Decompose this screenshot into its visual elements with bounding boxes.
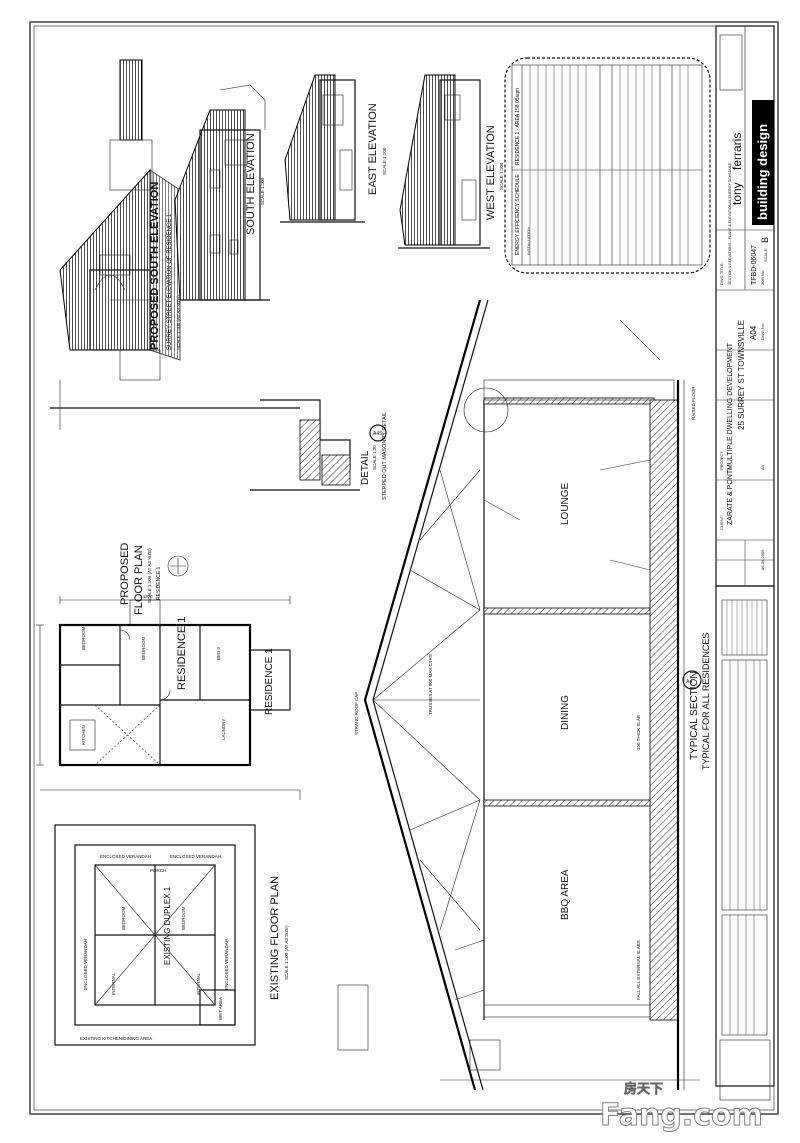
plan-dim-top: 14300 bbox=[140, 594, 153, 599]
existing-room-internal-1: INTERNAL bbox=[111, 972, 116, 995]
existing-room-kitchen: EXISTING KITCHEN/DINING AREA bbox=[80, 1036, 152, 1041]
drawing-date: 06-09-2006 bbox=[760, 549, 765, 570]
project-name: MULTIPLE DWELLING DEVELOPMENT bbox=[727, 342, 734, 470]
room-kitchen: KITCHEN bbox=[81, 725, 86, 745]
existing-room-verandah-2: ENCLOSED VERANDAH bbox=[224, 939, 229, 990]
section-label-trusses: TRUSSES AT 900 MAX CTRS bbox=[428, 654, 433, 715]
scale-label: SCALE: bbox=[763, 248, 768, 262]
project-address: 25 SURREY ST TOWNSVILLE bbox=[737, 320, 746, 430]
existing-plan-scale: SCALE 1:100 (AT A3 SIZE) bbox=[284, 925, 289, 980]
section-label-slab: 100 THICK SLAB bbox=[636, 715, 641, 750]
project-label: PROJECT: bbox=[719, 451, 724, 470]
fang-watermark: 房天下 Fang.com bbox=[600, 1081, 764, 1134]
dwg-title-label: DWG TITLE: bbox=[719, 262, 724, 285]
existing-room-wet-area: WET AREA bbox=[218, 997, 223, 1020]
south-elevation-r1-subtitle: SURREY STREET ELEVATION OF RESIDENCE 1 bbox=[167, 213, 173, 350]
energy-schedule-heading: INSTALLATION bbox=[526, 227, 531, 255]
east-elevation-title: EAST ELEVATION bbox=[367, 103, 379, 195]
south-elevation-r1-title: PROPOSED SOUTH ELEVATION bbox=[149, 182, 161, 350]
south-elevation-r1-scale: SCALE 1:100 (AT A3 SIZE) bbox=[176, 295, 181, 350]
detail-subtitle: STEPPED OUT MASONRY DETAIL bbox=[382, 412, 388, 500]
room-bedroom-2: BEDROOM bbox=[141, 636, 146, 660]
section-ref: A4 bbox=[686, 679, 692, 685]
dwg-number: A04 bbox=[749, 325, 758, 340]
energy-schedule: ENERGY EFFICIENCY SCHEDULE RESIDENCE 1 -… bbox=[504, 57, 711, 274]
existing-floor-plan: EXISTING DUPLEX 1 ENCLOSED VERANDAH ENCL… bbox=[54, 824, 289, 1046]
west-elevation-scale: SCALE 1:100 bbox=[499, 162, 504, 190]
existing-room-verandah-3: ENCLOSED VERANDAH bbox=[100, 854, 151, 859]
dwg-number-label: DWG No: bbox=[760, 323, 765, 340]
detail-scale: SCALE 1:20 bbox=[372, 445, 377, 470]
section-label-roof-cap: STRAND ROOF CAP bbox=[354, 692, 359, 735]
section-title: TYPICAL SECTION bbox=[689, 671, 700, 760]
revision-table bbox=[715, 585, 775, 1101]
east-elevation: EAST ELEVATION SCALE 1:100 bbox=[280, 74, 387, 223]
client-label: CLIENT: bbox=[719, 515, 724, 530]
detail-ref: A4S bbox=[373, 431, 383, 437]
west-elevation: WEST ELEVATION SCALE 1:100 bbox=[398, 74, 504, 249]
energy-schedule-title: ENERGY EFFICIENCY SCHEDULE bbox=[515, 174, 521, 255]
plan-title-line1: PROPOSED bbox=[119, 543, 131, 605]
sheet-size: A3 bbox=[760, 464, 765, 470]
room-laundry: LAUNDRY bbox=[221, 719, 226, 740]
revision: B bbox=[760, 237, 770, 243]
section-label-slabs: FALL ALL EXTERNAL SLABS bbox=[636, 940, 641, 1000]
company-name-line1: tony bbox=[730, 182, 744, 205]
watermark-brand: Fang.com bbox=[600, 1098, 763, 1133]
existing-room-bedroom-1: BEDROOM bbox=[121, 906, 126, 930]
room-bedroom-1: BEDROOM bbox=[81, 626, 86, 650]
east-elevation-scale: SCALE 1:100 bbox=[382, 147, 387, 175]
existing-room-internal-2: INTERNAL bbox=[196, 972, 201, 995]
dwg-title: SECTION & ELEVATIONS - PLANS & ELEVATION… bbox=[728, 162, 732, 285]
plan-title-line2: FLOOR PLAN bbox=[133, 545, 145, 615]
detail-title: DETAIL bbox=[360, 450, 371, 485]
existing-room-porch: PORCH bbox=[150, 868, 166, 873]
plan-scale: SCALE 1:100 (AT A3 SIZE) bbox=[147, 548, 152, 603]
job-number-label: JOB No: bbox=[760, 270, 765, 285]
south-elevation-r1: PROPOSED SOUTH ELEVATION SURREY STREET E… bbox=[50, 59, 300, 430]
company-name-line2: ferraris bbox=[730, 133, 744, 170]
proposed-floor-plan: 14300 BEDROOM BEDROOM BED 3 KITCHEN LAUN… bbox=[36, 543, 301, 800]
plan-residence-label-2: RESIDENCE 1 bbox=[264, 648, 275, 715]
typical-section: LOUNGE DINING BBQ AREA STRAND ROOF CAP T… bbox=[354, 299, 711, 1091]
masonry-detail: A4S DETAIL SCALE 1:20 STEPPED OUT MASONR… bbox=[250, 399, 388, 500]
south-elevation-scale: SCALE 1:100 bbox=[260, 177, 265, 205]
section-room-lounge: LOUNGE bbox=[560, 482, 571, 525]
client-name: ZARATE & PONTI bbox=[727, 468, 734, 525]
plan-residence-label: RESIDENCE 1 bbox=[176, 617, 188, 690]
title-block: building design tony ferraris DWG TITLE:… bbox=[715, 25, 775, 587]
existing-room-verandah-1: ENCLOSED VERANDAH bbox=[83, 939, 88, 990]
sheet-border bbox=[29, 21, 779, 1115]
energy-schedule-residence: RESIDENCE 1 - AREA 158.05sqm bbox=[515, 88, 521, 165]
company-name-line3: building design bbox=[755, 124, 770, 220]
south-elevation-title: SOUTH ELEVATION bbox=[245, 133, 257, 235]
existing-room-bedroom-2: BEDROOM bbox=[181, 906, 186, 930]
room-bed-3: BED 3 bbox=[216, 646, 221, 660]
notes-box bbox=[337, 984, 369, 1051]
section-room-bbq: BBQ AREA bbox=[560, 869, 571, 920]
south-elevation: SOUTH ELEVATION SCALE 1:100 bbox=[174, 84, 270, 301]
existing-plan-title: EXISTING FLOOR PLAN bbox=[269, 876, 281, 1000]
existing-duplex-label: EXISTING DUPLEX 1 bbox=[163, 886, 172, 965]
watermark-chinese: 房天下 bbox=[624, 1081, 663, 1097]
west-elevation-title: WEST ELEVATION bbox=[485, 125, 497, 220]
plan-residence-sub: RESIDENCE 1 bbox=[156, 566, 162, 600]
section-subtitle: TYPICAL FOR ALL RESIDENCES bbox=[701, 633, 711, 770]
section-room-dining: DINING bbox=[560, 695, 571, 730]
section-label-floor: RAISED FLOOR bbox=[691, 386, 696, 420]
existing-room-verandah-4: ENCLOSED VERANDAH bbox=[170, 854, 221, 859]
job-number: TFBD-06047 bbox=[751, 245, 758, 285]
